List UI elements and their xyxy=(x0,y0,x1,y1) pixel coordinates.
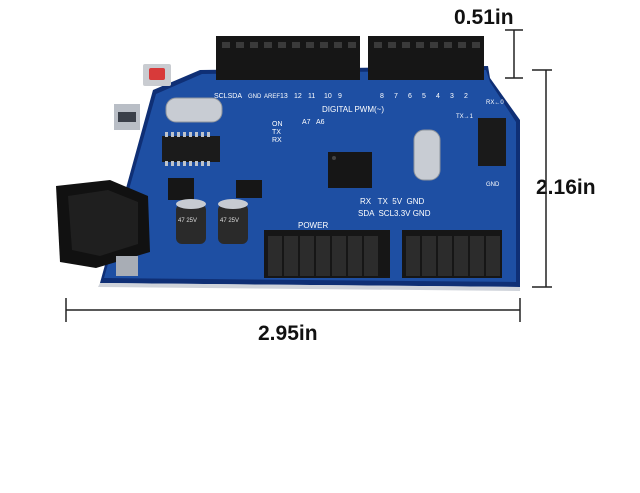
silk-rx-tx-5v-gnd: RX TX 5V GND xyxy=(360,197,425,206)
silk-pin-label: 12 xyxy=(294,93,302,100)
silk-led-rx: RX xyxy=(272,137,282,144)
microcontroller-chip xyxy=(328,152,372,188)
silk-pin-numbers: 13 12 11 10 9 8 7 6 5 4 3 2 xyxy=(280,93,468,100)
reset-button xyxy=(143,64,171,86)
board-depth-label: 2.16in xyxy=(536,176,596,199)
bottom-headers xyxy=(264,230,502,278)
silk-pin-label: 13 xyxy=(280,93,288,100)
electrolytic-capacitors xyxy=(176,199,248,244)
silk-scl-sda: SCLSDA xyxy=(214,93,242,100)
header-height-label: 0.51in xyxy=(454,6,514,29)
silk-pin-label: 10 xyxy=(324,93,332,100)
board-width-label: 2.95in xyxy=(258,322,318,345)
icsp-header xyxy=(478,118,506,166)
dc-power-jack xyxy=(56,180,150,276)
silk-pin-label: 8 xyxy=(380,93,384,100)
silk-gnd-side: GND xyxy=(486,182,500,188)
silk-pin-label: 7 xyxy=(394,93,398,100)
silk-aref: AREF xyxy=(264,94,280,100)
silk-rx: RX←0 xyxy=(486,100,504,106)
silk-sda-scl-33-gnd: SDA SCL3.3V GND xyxy=(358,209,431,218)
cap-label-2: 47 25V xyxy=(220,218,239,224)
silk-pin-label: 2 xyxy=(464,93,468,100)
silk-pin-label: 9 xyxy=(338,93,342,100)
silk-pin-label: 11 xyxy=(308,93,315,100)
cap-label-1: 47 25V xyxy=(178,218,197,224)
micro-usb-port xyxy=(114,104,140,130)
silk-power: POWER xyxy=(298,221,328,230)
silk-a7: A7 xyxy=(302,119,311,126)
voltage-regulator xyxy=(168,178,262,200)
silk-tx: TX→1 xyxy=(456,114,474,120)
silk-a6: A6 xyxy=(316,119,325,126)
silk-pin-label: 6 xyxy=(408,93,412,100)
silk-led-tx: TX xyxy=(272,129,281,136)
usb-serial-chip xyxy=(162,132,220,166)
silk-pin-label: 3 xyxy=(450,93,454,100)
top-headers xyxy=(216,36,484,80)
silk-pin-label: 4 xyxy=(436,93,440,100)
crystal-oscillator xyxy=(165,97,441,181)
dimension-lines xyxy=(65,29,552,322)
silk-pin-label: 5 xyxy=(422,93,426,100)
silk-digital-pwm: DIGITAL PWM(~) xyxy=(322,105,384,114)
silk-led-on: ON xyxy=(272,121,283,128)
silk-gnd-top: GND xyxy=(248,94,262,100)
